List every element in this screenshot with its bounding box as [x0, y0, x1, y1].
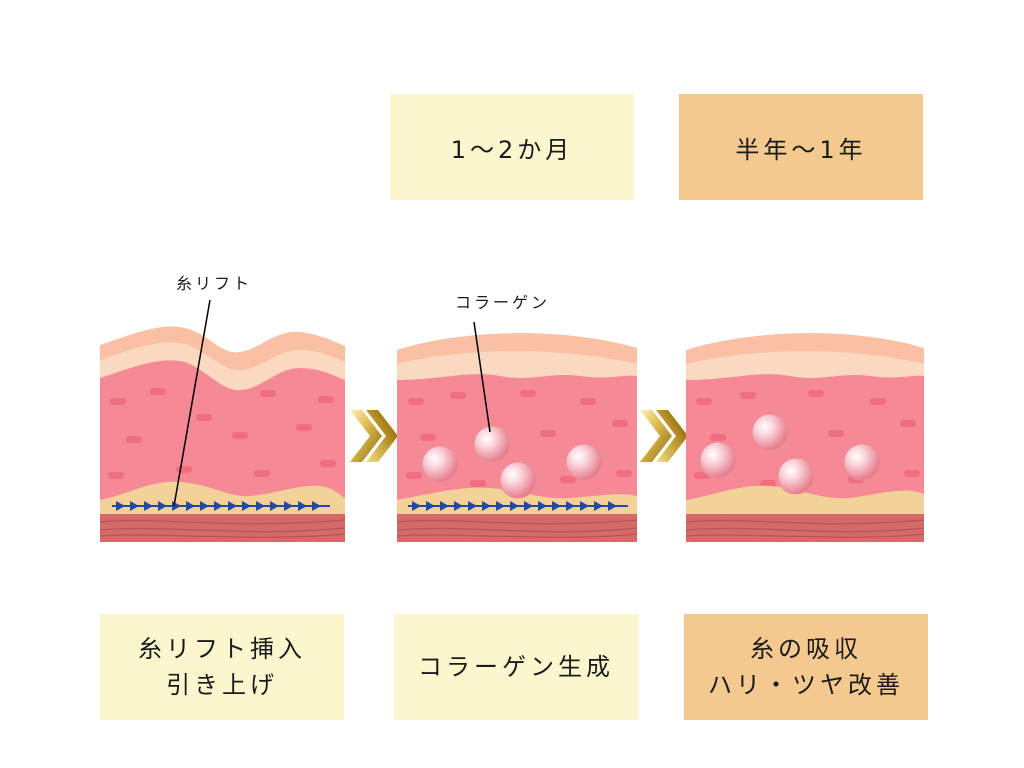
collagen-bubbles-2	[421, 425, 603, 499]
stage-3-box: 糸の吸収 ハリ・ツヤ改善	[684, 614, 928, 720]
thread-callout-line	[173, 299, 211, 507]
stage-1-box: 糸リフト挿入 引き上げ	[100, 614, 344, 720]
period-1-label: 1〜2か月	[450, 135, 574, 164]
collagen-callout-line	[473, 321, 491, 433]
period-1-box: 1〜2か月	[390, 94, 634, 200]
panel-1-skin	[100, 326, 345, 542]
arrow-1	[350, 410, 398, 462]
thread-callout-label: 糸リフト	[176, 274, 253, 293]
collagen-callout-label: コラーゲン	[455, 293, 551, 312]
period-2-box: 半年〜1年	[679, 94, 923, 200]
stage-3-line-1: 糸の吸収	[750, 635, 862, 663]
period-2-label: 半年〜1年	[735, 135, 867, 164]
stage-1-line-1: 糸リフト挿入	[138, 635, 306, 663]
stage-2-label: コラーゲン生成	[418, 653, 614, 681]
panel-3-skin	[686, 333, 924, 542]
collagen-bubbles-3	[699, 413, 881, 495]
stage-1-line-2: 引き上げ	[166, 671, 278, 699]
stage-3-line-2: ハリ・ツヤ改善	[708, 671, 904, 699]
stage-2-box: コラーゲン生成	[394, 614, 638, 720]
arrow-2	[640, 410, 688, 462]
panel-2-skin	[397, 333, 637, 542]
